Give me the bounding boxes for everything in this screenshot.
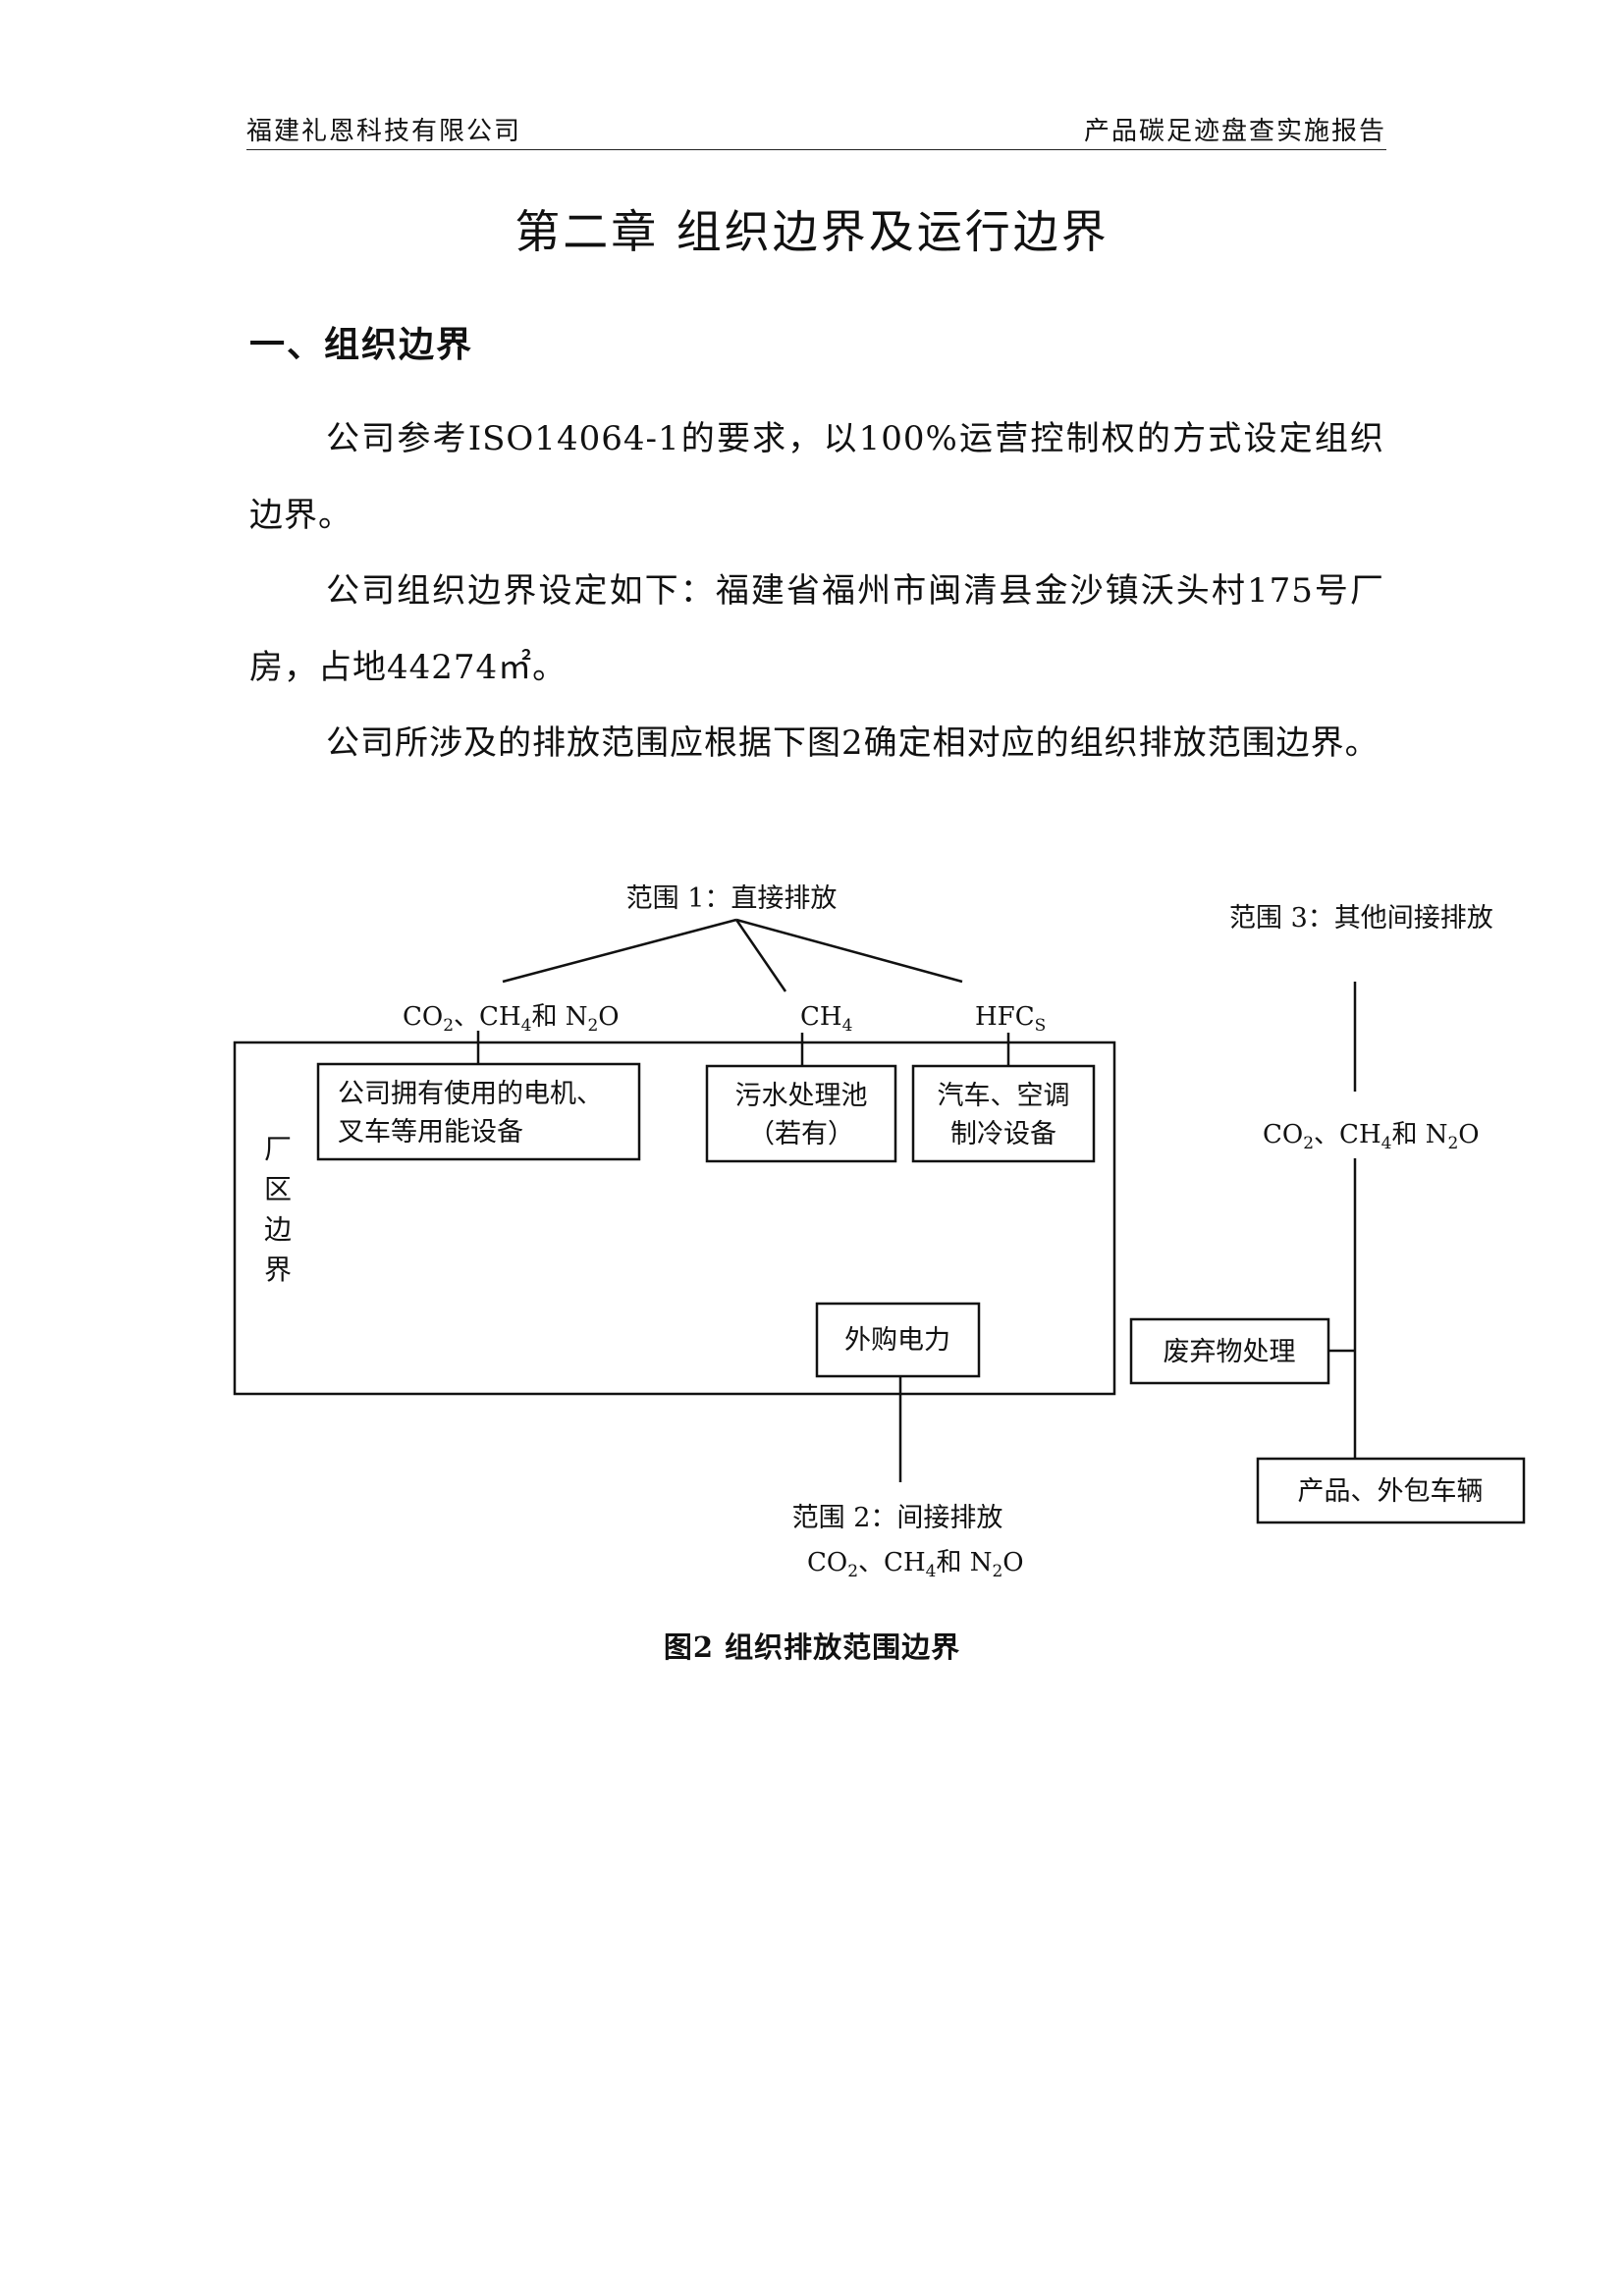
paragraph-iso: 公司参考ISO14064-1的要求，以100%运营控制权的方式设定组织边界。 [249,419,1384,535]
scope1-gas-middle: CH4 [800,1002,852,1036]
header-report-title: 产品碳足迹盘查实施报告 [1083,117,1386,146]
box-purchased-electricity [815,1302,981,1378]
box-product-vehicles [1256,1457,1526,1524]
box-energy-equipment-line1: 公司拥有使用的电机、 [338,1079,603,1109]
chapter-title: 第二章 组织边界及运行边界 [514,205,1110,258]
page-header: 福建礼恩科技有限公司 产品碳足迹盘查实施报告 [246,116,1386,150]
box-cooling-equipment-line1: 汽车、空调 [938,1081,1070,1111]
scope1-gas-left: CO2、CH4和 N2O [403,1002,620,1036]
plant-boundary-rect [233,1041,1116,1396]
box-waste-treatment [1129,1317,1330,1385]
scope3-label: 范围 3：其他间接排放 [1229,903,1493,934]
box-cooling-equipment-line2: 制冷设备 [950,1119,1056,1149]
paragraph-location: 公司组织边界设定如下：福建省福州市闽清县金沙镇沃头村175号厂房，占地44274… [249,571,1384,687]
scope2-label: 范围 2：间接排放 [792,1503,1003,1533]
box-sewage-pool-line1: 污水处理池 [735,1081,868,1111]
scope1-gas-right: HFCS [975,1002,1046,1036]
paragraph-scope: 公司所涉及的排放范围应根据下图2确定相对应的组织排放范围边界。 [326,723,1380,763]
box-sewage-pool-line2: （若有） [748,1119,854,1149]
scope3-gas: CO2、CH4和 N2O [1263,1120,1480,1153]
boundary-label-char-2: 区 [264,1173,292,1205]
scope2-gas: CO2、CH4和 N2O [807,1548,1024,1581]
scope1-label: 范围 1：直接排放 [626,883,838,914]
box-purchased-electricity-label: 外购电力 [844,1325,950,1356]
box-sewage-pool [705,1064,897,1163]
diagram-lines [233,918,1357,1482]
box-energy-equipment-line2: 叉车等用能设备 [338,1117,523,1148]
box-product-vehicles-label: 产品、外包车辆 [1298,1476,1484,1507]
box-waste-treatment-label: 废弃物处理 [1164,1337,1296,1367]
boundary-label-char-3: 边 [264,1213,292,1246]
section-heading: 一、组织边界 [249,324,474,365]
boundary-label-char-4: 界 [264,1254,292,1286]
box-energy-equipment [316,1062,641,1161]
boundary-label-char-1: 厂 [264,1133,292,1165]
box-cooling-equipment [911,1064,1096,1163]
figure-caption: 图2 组织排放范围边界 [663,1630,961,1664]
header-company: 福建礼恩科技有限公司 [246,117,522,146]
